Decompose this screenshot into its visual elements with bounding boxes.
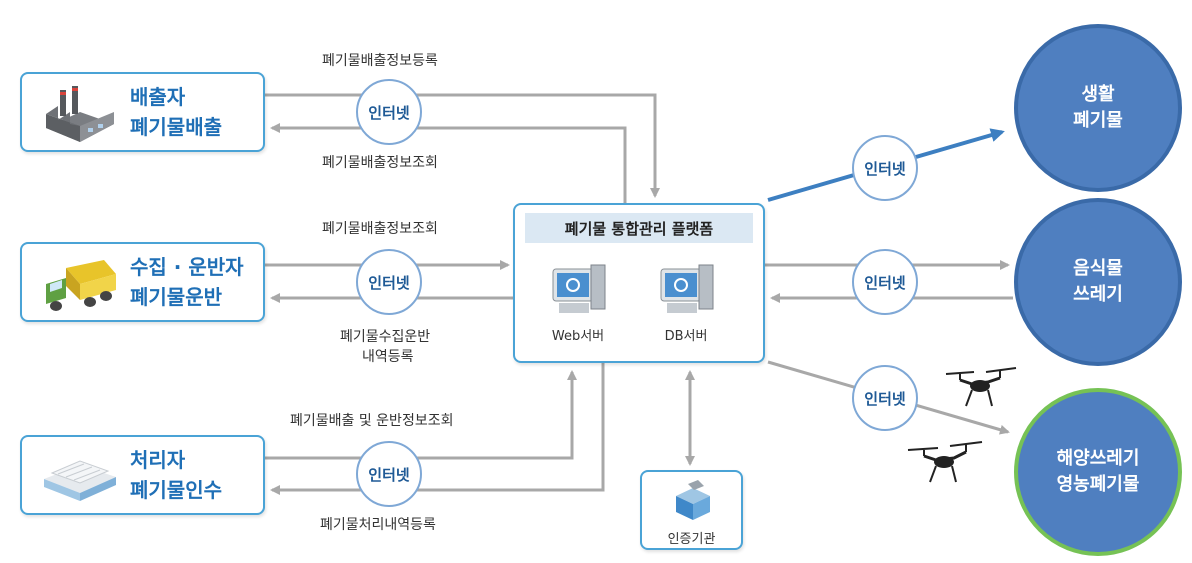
certification-icon: [676, 480, 710, 520]
web-server-label: Web서버: [551, 329, 605, 344]
dest-household-line2: 폐기물: [1073, 110, 1123, 131]
actor-emitter-title: 배출자: [130, 85, 186, 109]
factory-icon: [40, 84, 120, 144]
db-server: DB서버: [641, 263, 731, 344]
dest-marine-line1: 해양쓰레기: [1056, 448, 1140, 469]
web-server: Web서버: [533, 263, 623, 344]
actor-box-emitter: 배출자 폐기물배출: [20, 72, 265, 152]
dest-food-waste: 음식물 쓰레기: [1014, 198, 1182, 366]
dest-household-line1: 생활: [1081, 84, 1115, 105]
dest-food-line2: 쓰레기: [1073, 284, 1123, 305]
internet-bubble-processor: 인터넷: [356, 441, 422, 507]
internet-bubble-ocean: 인터넷: [852, 365, 918, 431]
server-icon: [552, 264, 606, 313]
actor-collector-title: 수집 · 운반자: [130, 255, 244, 279]
flow-a3-register-label: 폐기물처리내역등록: [320, 517, 436, 533]
platform-title: 폐기물 통합관리 플랫폼: [525, 213, 753, 243]
integrated-platform: 폐기물 통합관리 플랫폼 Web서버 DB서버: [513, 203, 765, 363]
dest-marine-line2: 영농폐기물: [1056, 474, 1140, 495]
truck-icon: [40, 254, 120, 314]
flow-a2-register-label-1: 폐기물수집운반: [340, 329, 431, 345]
server-icon: [660, 264, 714, 313]
actor-processor-title: 처리자: [130, 448, 186, 472]
internet-bubble-food: 인터넷: [852, 249, 918, 315]
actor-collector-subtitle: 폐기물운반: [130, 285, 222, 309]
flow-a2-register-label-2: 내역등록: [362, 349, 414, 365]
drone-icon: [907, 441, 983, 483]
flow-a1-register-arrow: [265, 93, 660, 198]
actor-box-processor: 처리자 폐기물인수: [20, 435, 265, 515]
auth-label: 인증기관: [667, 532, 716, 547]
actor-processor-subtitle: 폐기물인수: [130, 478, 222, 502]
flow-a2-query-label: 폐기물배출정보조회: [322, 221, 438, 237]
internet-bubble-living: 인터넷: [852, 135, 918, 201]
dest-household-waste: 생활 폐기물: [1014, 24, 1182, 192]
actor-box-collector: 수집 · 운반자 폐기물운반: [20, 242, 265, 322]
facility-icon: [40, 447, 120, 507]
flow-a1-register-label: 폐기물배출정보등록: [322, 53, 438, 69]
dest-marine-farm-waste: 해양쓰레기 영농폐기물: [1014, 388, 1182, 556]
db-server-label: DB서버: [664, 329, 708, 344]
auth-box: 인증기관: [640, 470, 743, 550]
internet-bubble-collector: 인터넷: [356, 249, 422, 315]
dest-food-line1: 음식물: [1073, 258, 1123, 279]
actor-emitter-subtitle: 폐기물배출: [130, 115, 222, 139]
flow-a3-query-label: 폐기물배출 및 운반정보조회: [290, 413, 454, 429]
drone-icon: [945, 367, 1017, 407]
flow-a1-query-label: 폐기물배출정보조회: [322, 155, 438, 171]
internet-bubble-emitter: 인터넷: [356, 79, 422, 145]
